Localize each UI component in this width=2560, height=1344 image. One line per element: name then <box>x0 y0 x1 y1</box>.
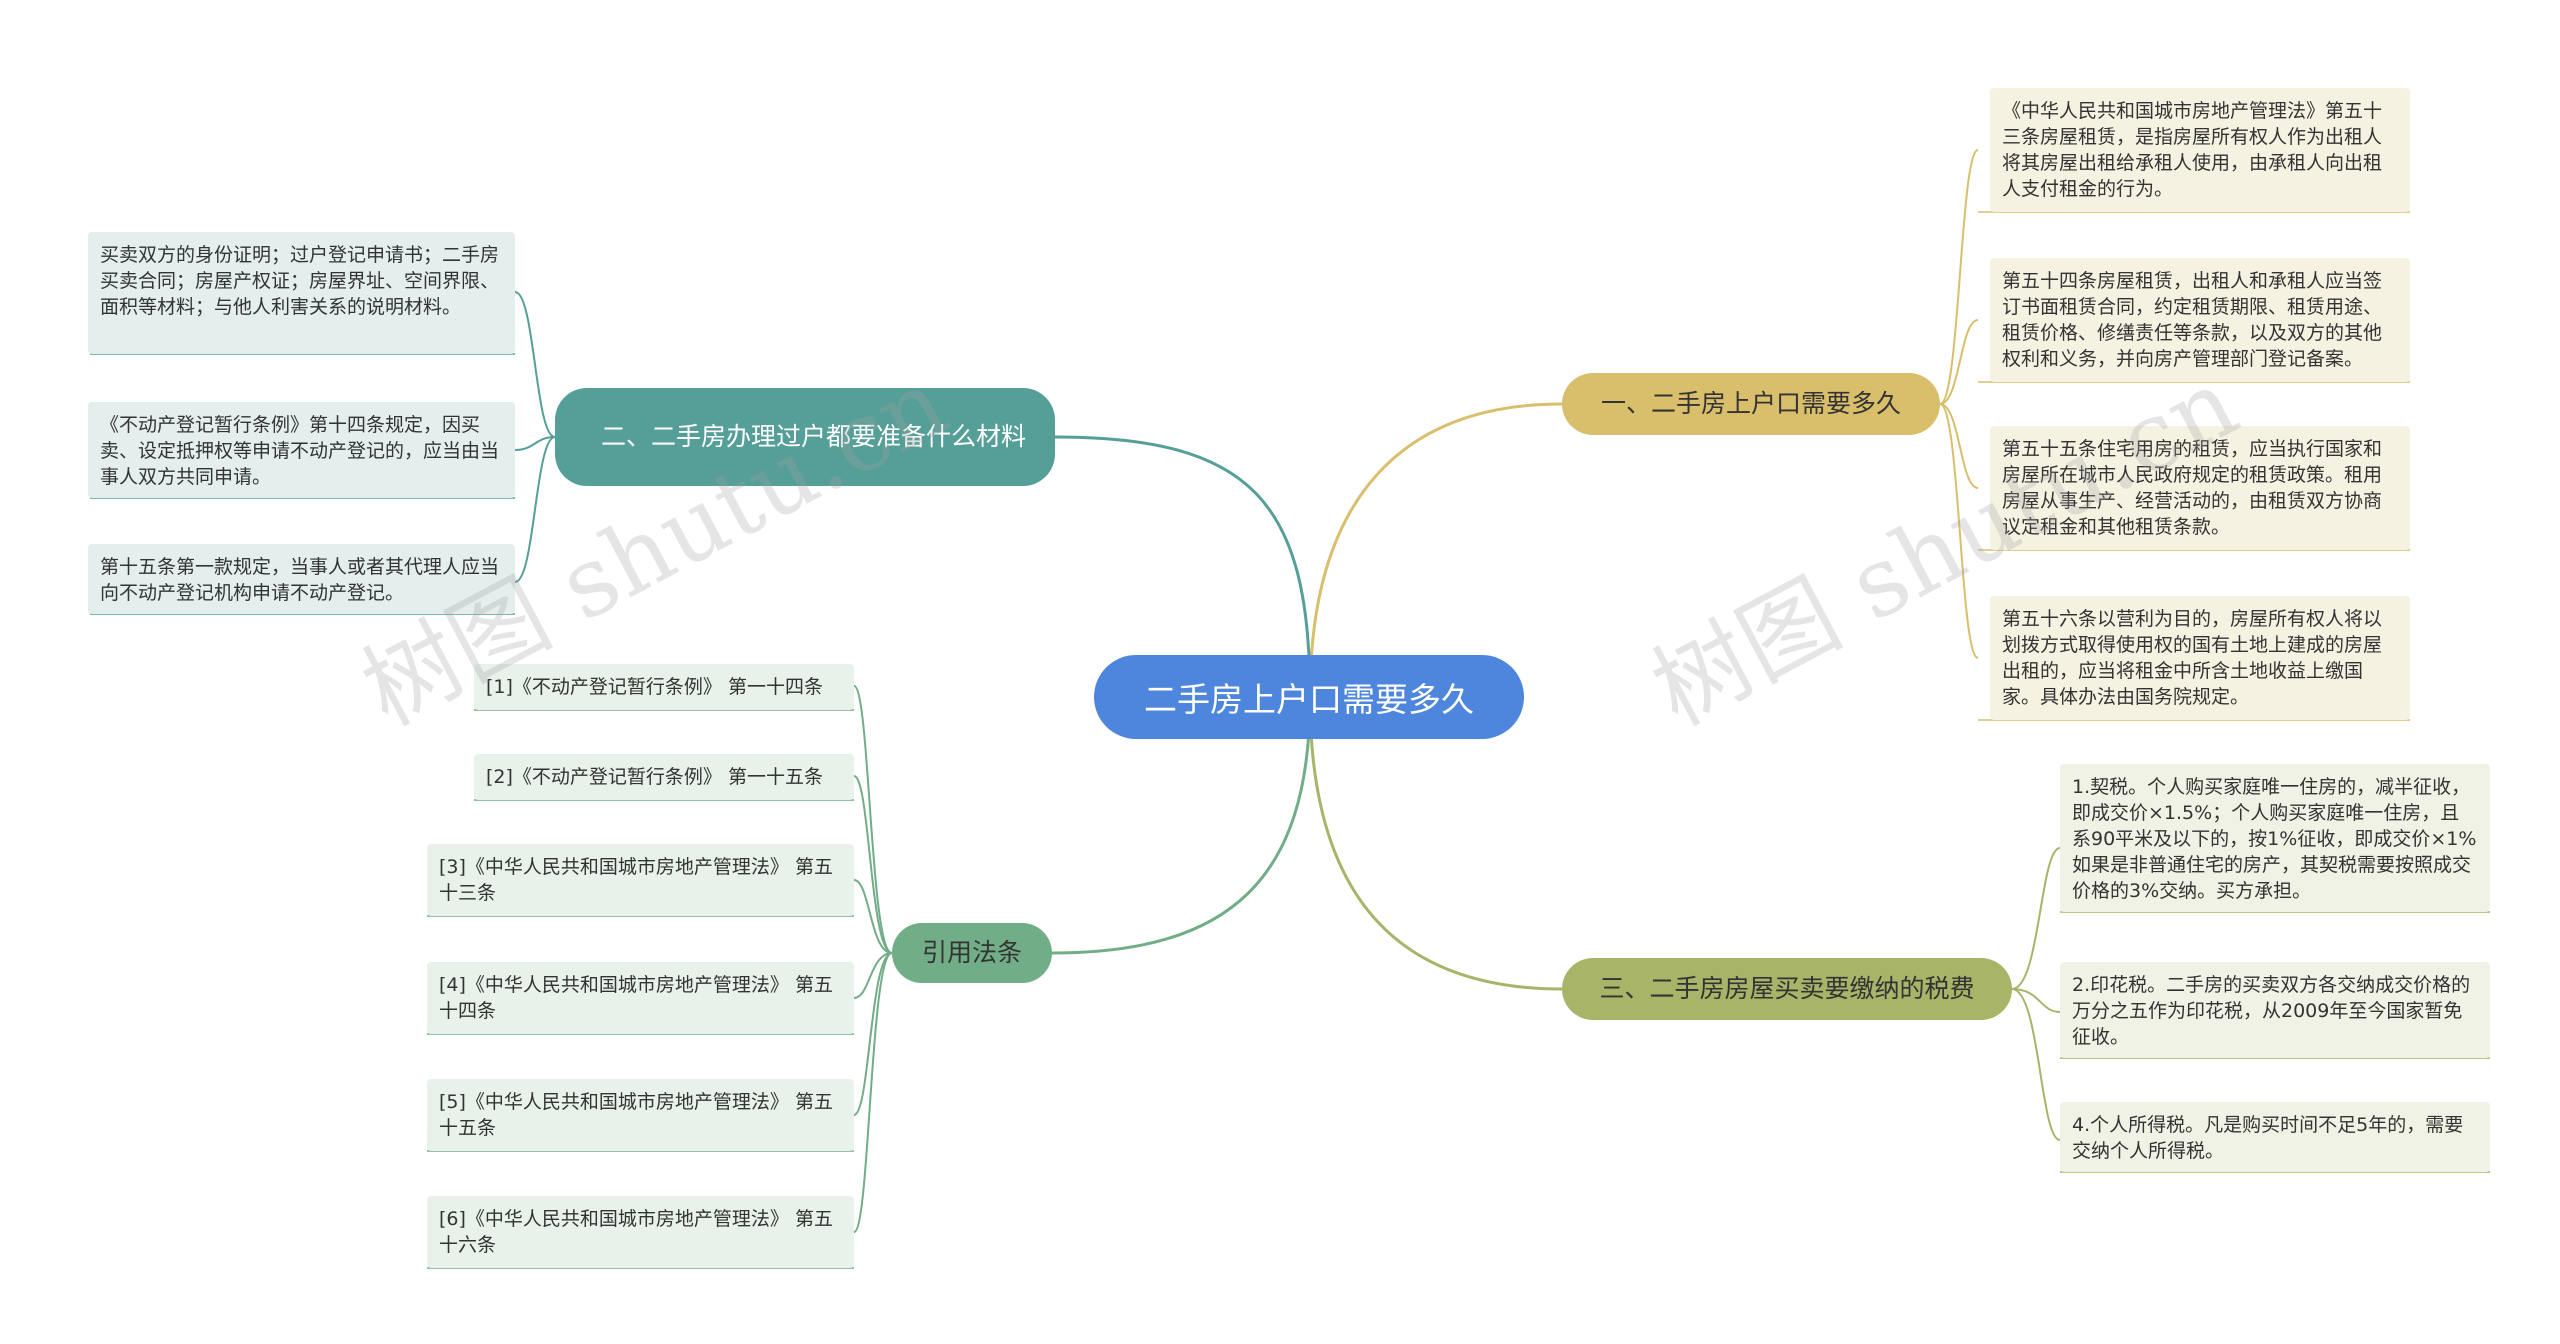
link-b4-leaf2 <box>853 775 893 954</box>
leaf-node[interactable]: [2]《不动产登记暂行条例》 第一十五条 <box>474 754 854 800</box>
link-b2-leaf1 <box>514 291 556 438</box>
leaf-node[interactable]: [4]《中华人民共和国城市房地产管理法》 第五十四条 <box>427 962 854 1034</box>
link-b1-leaf3 <box>1939 403 1979 489</box>
link-b4-leaf5 <box>853 952 893 1116</box>
leaf-node[interactable]: [6]《中华人民共和国城市房地产管理法》 第五十六条 <box>427 1196 854 1268</box>
link-b3-leaf2 <box>2011 988 2061 1013</box>
link-b1-leaf1 <box>1939 149 1979 405</box>
link-b3-leaf1 <box>2011 847 2061 990</box>
leaf-node[interactable]: 4.个人所得税。凡是购买时间不足5年的，需要交纳个人所得税。 <box>2060 1102 2490 1172</box>
leaf-node[interactable]: 《中华人民共和国城市房地产管理法》第五十三条房屋租赁，是指房屋所有权人作为出租人… <box>1990 88 2410 212</box>
leaf-node[interactable]: 《不动产登记暂行条例》第十四条规定，因买卖、设定抵押权等申请不动产登记的，应当由… <box>88 402 515 498</box>
link-root-b1 <box>1308 402 1563 698</box>
link-b4-leaf1 <box>853 685 893 954</box>
leaf-node[interactable]: 2.印花税。二手房的买卖双方各交纳成交价格的万分之五作为印花税，从2009年至今… <box>2060 962 2490 1058</box>
link-b1-leaf4 <box>1939 403 1979 659</box>
link-b2-leaf2 <box>514 436 556 451</box>
leaf-node[interactable]: 买卖双方的身份证明；过户登记申请书；二手房买卖合同；房屋产权证；房屋界址、空间界… <box>88 232 515 354</box>
link-root-b2 <box>1054 435 1312 698</box>
link-root-b4 <box>1051 696 1312 955</box>
leaf-node[interactable]: 1.契税。个人购买家庭唯一住房的，减半征收，即成交价×1.5%；个人购买家庭唯一… <box>2060 764 2490 912</box>
leaf-node[interactable]: [5]《中华人民共和国城市房地产管理法》 第五十五条 <box>427 1079 854 1151</box>
link-root-b3 <box>1308 696 1563 991</box>
leaf-node[interactable]: 第十五条第一款规定，当事人或者其代理人应当向不动产登记机构申请不动产登记。 <box>88 544 515 614</box>
leaf-node[interactable]: [1]《不动产登记暂行条例》 第一十四条 <box>474 664 854 710</box>
link-b2-leaf3 <box>514 436 556 583</box>
link-b4-leaf4 <box>853 952 893 999</box>
link-b4-leaf6 <box>853 952 893 1233</box>
link-b4-leaf3 <box>853 879 893 954</box>
leaf-node[interactable]: 第五十六条以营利为目的，房屋所有权人将以划拨方式取得使用权的国有土地上建成的房屋… <box>1990 596 2410 720</box>
branch-node-1[interactable]: 一、二手房上户口需要多久 <box>1562 373 1940 435</box>
branch-node-2[interactable]: 二、二手房办理过户都要准备什么材料 <box>555 388 1055 486</box>
leaf-node[interactable]: 第五十四条房屋租赁，出租人和承租人应当签订书面租赁合同，约定租赁期限、租赁用途、… <box>1990 258 2410 382</box>
branch-node-4[interactable]: 引用法条 <box>892 923 1052 983</box>
leaf-node[interactable]: 第五十五条住宅用房的租赁，应当执行国家和房屋所在城市人民政府规定的租赁政策。租用… <box>1990 426 2410 550</box>
branch-node-3[interactable]: 三、二手房房屋买卖要缴纳的税费 <box>1562 958 2012 1020</box>
root-node[interactable]: 二手房上户口需要多久 <box>1094 655 1524 739</box>
link-b1-leaf2 <box>1939 319 1979 405</box>
link-b3-leaf3 <box>2011 988 2061 1141</box>
leaf-node[interactable]: [3]《中华人民共和国城市房地产管理法》 第五十三条 <box>427 844 854 916</box>
